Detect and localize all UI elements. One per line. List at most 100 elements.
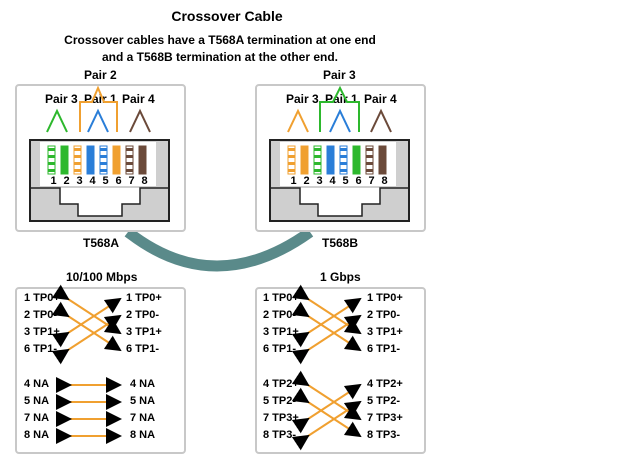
left-wire-1: [47, 145, 56, 175]
right-wire-6: [352, 145, 361, 175]
left-pin-2: 2: [63, 175, 70, 187]
right-wire-1-stripe: [288, 155, 295, 158]
right-table-title: 1 Gbps: [320, 270, 361, 284]
left-wire-7: [125, 145, 134, 175]
left-wire-2: [60, 145, 69, 175]
left-top-pair-label: Pair 2: [84, 68, 117, 82]
left-wire-3-stripe: [74, 162, 81, 165]
lt-right-na-1: 4 NA: [130, 378, 156, 390]
right-pair3-label: Pair 3: [286, 92, 319, 106]
left-pair4-label: Pair 4: [122, 92, 155, 106]
lt-right-row-1: 1 TP0+: [126, 292, 162, 304]
right-wire-5-stripe: [340, 169, 347, 172]
left-wire-5-stripe: [100, 162, 107, 165]
left-pin-3: 3: [76, 175, 83, 187]
right-pair4-label: Pair 4: [364, 92, 397, 106]
lt-right-na-2: 5 NA: [130, 395, 156, 407]
rt-right-row-7: 7 TP3+: [367, 412, 403, 424]
left-table-title: 10/100 Mbps: [66, 270, 138, 284]
left-wire-3-stripe: [74, 169, 81, 172]
left-pin-1: 1: [50, 175, 57, 187]
lt-right-na-4: 8 NA: [130, 429, 156, 441]
left-wire-3-stripe: [74, 148, 81, 151]
rt-right-row-1: 1 TP0+: [367, 292, 403, 304]
right-wire-5-stripe: [340, 148, 347, 151]
right-wire-7-stripe: [366, 169, 373, 172]
lt-left-row-2: 2 TP0-: [24, 309, 58, 321]
left-pin-7: 7: [128, 175, 135, 187]
lt-left-row-4: 6 TP1-: [24, 343, 58, 355]
right-connector-name: T568B: [322, 236, 359, 250]
left-pin-8: 8: [141, 175, 148, 187]
left-wire-7-stripe: [126, 155, 133, 158]
right-top-pair-label: Pair 3: [323, 68, 356, 82]
right-pin-6: 6: [355, 175, 362, 187]
left-wire-3-stripe: [74, 155, 81, 158]
left-wire-5: [99, 145, 108, 175]
rt-arrow-8-5: [291, 400, 362, 451]
diagram-subtitle: Crossover cables have a T568A terminatio…: [0, 32, 440, 66]
left-wire-1-stripe: [48, 169, 55, 172]
right-wire-7-stripe: [366, 162, 373, 165]
right-wire-3: [313, 145, 322, 175]
right-wire-3-stripe: [314, 169, 321, 172]
right-wire-1-stripe: [288, 169, 295, 172]
subtitle-line-1: Crossover cables have a T568A terminatio…: [64, 33, 376, 47]
lt-left-na-3: 7 NA: [24, 412, 50, 424]
right-wire-5: [339, 145, 348, 175]
left-wire-7-stripe: [126, 169, 133, 172]
left-wire-6: [112, 145, 121, 175]
lt-left-na-2: 5 NA: [24, 395, 50, 407]
left-wire-1-stripe: [48, 148, 55, 151]
left-wire-5-stripe: [100, 148, 107, 151]
left-pin-4: 4: [89, 175, 96, 187]
right-pin-5: 5: [342, 175, 349, 187]
diagram-title: Crossover Cable: [171, 8, 283, 24]
right-pin-1: 1: [290, 175, 297, 187]
right-wire-5-stripe: [340, 162, 347, 165]
right-wire-1: [287, 145, 296, 175]
rt-left-row-6: 5 TP2-: [263, 395, 297, 407]
lt-right-row-4: 6 TP1-: [126, 343, 160, 355]
right-wire-7-stripe: [366, 155, 373, 158]
lt-right-na-3: 7 NA: [130, 412, 156, 424]
rt-right-row-5: 4 TP2+: [367, 378, 403, 390]
left-pair3-label: Pair 3: [45, 92, 78, 106]
rt-right-row-6: 5 TP2-: [367, 395, 401, 407]
right-wire-1-stripe: [288, 162, 295, 165]
right-pin-2: 2: [303, 175, 310, 187]
right-wire-7-stripe: [366, 148, 373, 151]
right-wire-3-stripe: [314, 155, 321, 158]
lt-arrow-6-2: [51, 314, 122, 365]
lt-right-row-2: 2 TP0-: [126, 309, 160, 321]
right-pin-4: 4: [329, 175, 336, 187]
left-pin-5: 5: [102, 175, 109, 187]
left-pin-6: 6: [115, 175, 122, 187]
right-wire-3-stripe: [314, 162, 321, 165]
right-wire-2: [300, 145, 309, 175]
right-wire-1-stripe: [288, 148, 295, 151]
rt-left-row-2: 2 TP0-: [263, 309, 297, 321]
rt-left-row-8: 8 TP3-: [263, 429, 297, 441]
left-wire-5-stripe: [100, 169, 107, 172]
rt-right-row-8: 8 TP3-: [367, 429, 401, 441]
right-wire-4: [326, 145, 335, 175]
left-wire-4: [86, 145, 95, 175]
right-wire-8: [378, 145, 387, 175]
left-wire-1-stripe: [48, 162, 55, 165]
left-wire-5-stripe: [100, 155, 107, 158]
right-wire-7: [365, 145, 374, 175]
subtitle-line-2: and a T568B termination at the other end…: [101, 50, 339, 64]
left-wires: [47, 145, 147, 175]
rt-arrow-6-2: [291, 314, 362, 365]
right-pin-3: 3: [316, 175, 323, 187]
left-wire-7-stripe: [126, 148, 133, 151]
